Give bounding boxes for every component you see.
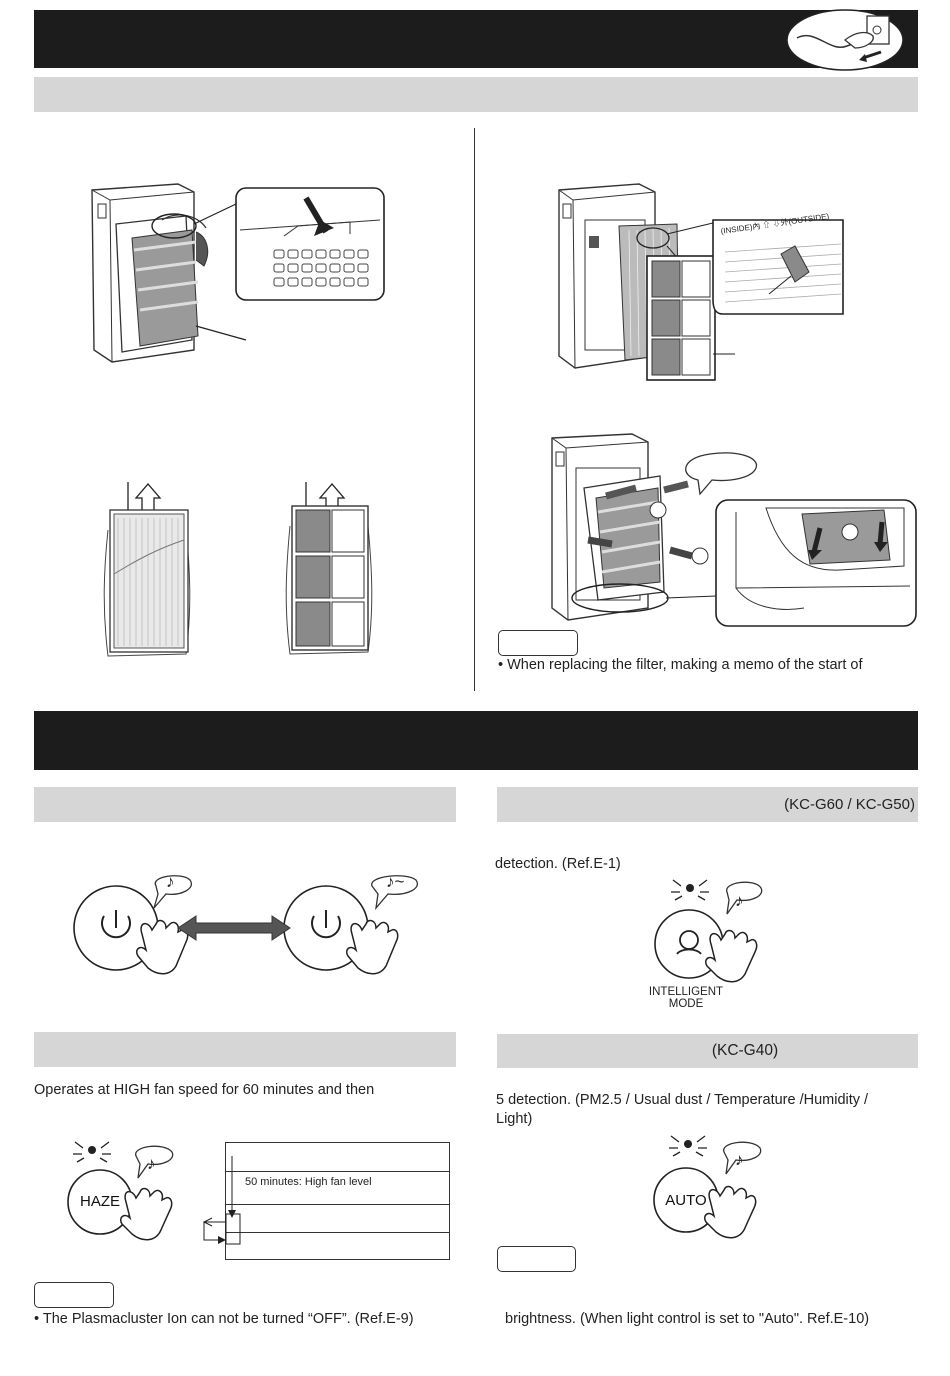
filter-section-bar	[34, 77, 918, 112]
sound-note-icon: ♪	[147, 1154, 156, 1173]
top-header-bar	[34, 10, 918, 68]
intelligent-mode-button-illustration	[654, 879, 763, 983]
haze-button-illustration	[67, 1141, 174, 1241]
auto-section-bar	[497, 1034, 918, 1068]
haze-cycle-arrow-icon	[202, 1156, 241, 1245]
intelligent-mode-text: detection. (Ref.E-1)	[495, 856, 621, 872]
on-off-section-bar	[34, 787, 456, 822]
auto-button-label[interactable]: AUTO	[665, 1192, 707, 1209]
column-divider-top	[474, 128, 475, 691]
haze-mode-text: Operates at HIGH fan speed for 60 minute…	[34, 1082, 375, 1098]
filter-reinstall-illustration	[551, 433, 917, 627]
auto-mode-text: 5 detection. (PM2.5 / Usual dust / Tempe…	[496, 1092, 869, 1127]
purifier-filter-orientation-illustration	[558, 183, 844, 381]
table-row	[226, 1143, 449, 1172]
hepa-filter-removal-illustration	[103, 482, 191, 657]
plasmacluster-note: • The Plasmacluster Ion can not be turne…	[34, 1311, 414, 1327]
haze-section-bar	[34, 1032, 456, 1067]
kc-g40-model-label: (KC-G40)	[711, 1042, 779, 1059]
light-brightness-note: brightness. (When light control is set t…	[505, 1311, 870, 1327]
table-row: 50 minutes: High fan level	[226, 1172, 449, 1205]
table-row	[226, 1233, 449, 1262]
operation-header-bar	[34, 711, 918, 770]
intelligent-section-bar	[497, 787, 918, 822]
haze-timing-table: 50 minutes: High fan level	[225, 1142, 450, 1260]
haze-button-label[interactable]: HAZE	[79, 1193, 120, 1210]
sound-note-icon: ♪	[735, 1150, 744, 1169]
purifier-remove-panel-illustration	[91, 183, 385, 363]
auto-note-label-box	[497, 1246, 576, 1272]
sound-note-icon: ♪	[735, 891, 744, 910]
deodorizing-filter-removal-illustration	[285, 482, 373, 655]
power-button-toggle-illustration	[73, 875, 418, 975]
note-label-box	[498, 630, 578, 656]
haze-note-label-box	[34, 1282, 114, 1308]
table-row	[226, 1205, 449, 1233]
unplug-icon	[786, 9, 904, 71]
sound-note-icon: ♪	[166, 872, 175, 891]
haze-high-fan-text: 50 minutes: High fan level	[245, 1176, 372, 1188]
intelligent-mode-label-line2: MODE	[668, 998, 704, 1010]
filter-memo-note: • When replacing the filter, making a me…	[498, 657, 863, 673]
intelligent-mode-label-line1: INTELLIGENT	[648, 986, 724, 998]
sound-note-icon: ♪~	[386, 872, 405, 891]
auto-button-illustration	[653, 1135, 762, 1239]
kc-g60-model-label: (KC-G60 / KC-G50)	[784, 796, 915, 813]
